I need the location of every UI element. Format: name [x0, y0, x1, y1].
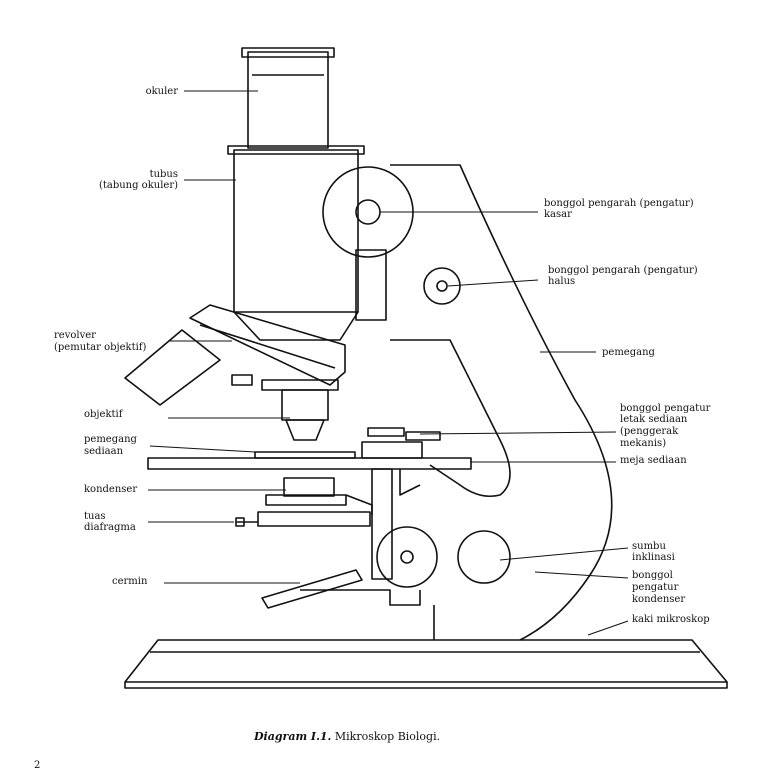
caption-title: Mikroskop Biologi. — [334, 730, 441, 743]
label-tubus-2: (tabung okuler) — [98, 180, 178, 191]
label-tuas-1: tuas — [84, 511, 106, 522]
label-pemegang-sediaan-2: sediaan — [84, 446, 124, 457]
label-sumbu-2: inklinasi — [632, 552, 675, 563]
label-kaki: kaki mikroskop — [632, 614, 710, 625]
label-halus-1: bonggol pengarah (pengatur) — [548, 265, 698, 276]
label-pemegang-sediaan-1: pemegang — [84, 434, 137, 445]
stage — [147, 457, 472, 470]
tube — [233, 149, 359, 313]
label-pemegang: pemegang — [602, 347, 655, 358]
label-tubus-1: tubus — [149, 169, 178, 180]
label-letak-3: (penggerak — [620, 426, 679, 437]
label-kasar-1: bonggol pengarah (pengatur) — [544, 198, 694, 209]
label-cermin: cermin — [112, 576, 148, 587]
mirror — [261, 569, 363, 609]
microscope-arm — [390, 164, 613, 641]
label-letak-1: bonggol pengatur — [620, 403, 711, 414]
label-kasar-2: kasar — [544, 209, 572, 220]
label-tuas-2: diafragma — [84, 522, 136, 533]
fine-knob — [423, 267, 461, 305]
microscope-base — [124, 639, 728, 683]
label-letak-2: letak sediaan — [620, 414, 688, 425]
label-okuler: okuler — [145, 86, 178, 97]
label-objektif: objektif — [84, 409, 123, 420]
figure-caption: Diagram I.1. Mikroskop Biologi. — [254, 730, 440, 743]
label-kondenser-knob-2: pengatur — [632, 582, 679, 593]
label-halus-2: halus — [548, 276, 576, 287]
label-letak-4: mekanis) — [620, 438, 667, 449]
diaphragm — [257, 511, 371, 527]
objective — [281, 389, 329, 421]
label-kondenser: kondenser — [84, 484, 138, 495]
caption-prefix: Diagram I.1. — [254, 730, 332, 743]
label-sumbu-1: sumbu — [632, 541, 666, 552]
label-revolver-2: (pemutar objektif) — [54, 342, 147, 353]
label-revolver-1: revolver — [54, 330, 96, 341]
revolver — [189, 304, 346, 386]
condenser — [283, 477, 335, 497]
page-number: 2 — [34, 760, 41, 771]
condenser-knob — [457, 530, 511, 584]
label-meja: meja sediaan — [620, 455, 687, 466]
label-kondenser-knob-3: kondenser — [632, 594, 686, 605]
eyepiece — [247, 51, 329, 149]
label-kondenser-knob-1: bonggol — [632, 570, 673, 581]
inclination-axis — [376, 526, 438, 588]
